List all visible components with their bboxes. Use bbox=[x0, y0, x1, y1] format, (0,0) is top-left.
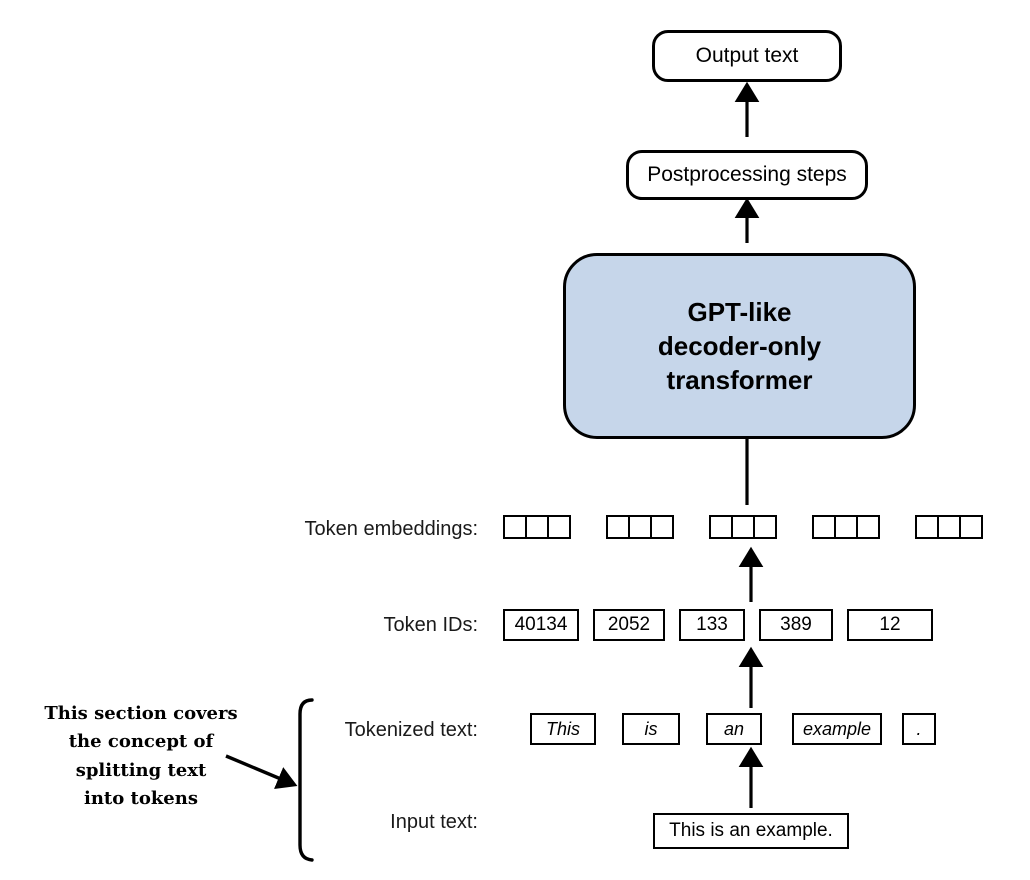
tokenized-text-box[interactable]: This bbox=[530, 713, 596, 745]
embedding-cell bbox=[937, 515, 961, 539]
embedding-cell bbox=[753, 515, 777, 539]
tokenized-text-box[interactable]: is bbox=[622, 713, 680, 745]
embedding-cell bbox=[606, 515, 630, 539]
embedding-group bbox=[606, 515, 674, 539]
token-ids-row: 40134 2052 133 389 12 bbox=[503, 609, 947, 641]
transformer-line-1: GPT-like bbox=[687, 296, 792, 327]
embedding-cell bbox=[503, 515, 527, 539]
input-text-value: This is an example. bbox=[669, 820, 833, 841]
gpt-transformer-node[interactable]: GPT-like decoder-only transformer bbox=[563, 253, 916, 439]
embedding-cell bbox=[834, 515, 858, 539]
annotation-line: the concept of bbox=[68, 731, 214, 753]
embedding-cell bbox=[650, 515, 674, 539]
token-id-value: 133 bbox=[696, 614, 728, 635]
tokenized-text-label: Tokenized text: bbox=[344, 719, 478, 741]
token-id-value: 2052 bbox=[607, 614, 651, 635]
annotation-line: into tokens bbox=[84, 788, 198, 810]
embedding-cell bbox=[959, 515, 983, 539]
embedding-group bbox=[709, 515, 777, 539]
token-text-value: This bbox=[545, 718, 580, 739]
embedding-group bbox=[503, 515, 571, 539]
embedding-cell bbox=[628, 515, 652, 539]
token-id-box[interactable]: 40134 bbox=[503, 609, 579, 641]
token-embeddings-row bbox=[503, 515, 983, 539]
embedding-cell bbox=[709, 515, 733, 539]
section-annotation: This section covers the concept of splitti… bbox=[42, 700, 240, 814]
postprocessing-steps-label: Postprocessing steps bbox=[647, 163, 847, 186]
tokenized-text-box[interactable]: example bbox=[792, 713, 882, 745]
embedding-cell bbox=[547, 515, 571, 539]
token-id-value: 40134 bbox=[514, 614, 568, 635]
tokenized-text-box[interactable]: an bbox=[706, 713, 762, 745]
embedding-cell bbox=[525, 515, 549, 539]
token-id-value: 12 bbox=[879, 614, 901, 635]
postprocessing-steps-node[interactable]: Postprocessing steps bbox=[626, 150, 868, 200]
token-embeddings-label: Token embeddings: bbox=[304, 518, 478, 540]
output-text-node[interactable]: Output text bbox=[652, 30, 842, 82]
embedding-group bbox=[812, 515, 880, 539]
token-id-box[interactable]: 389 bbox=[759, 609, 833, 641]
embedding-group bbox=[915, 515, 983, 539]
input-text-label: Input text: bbox=[390, 811, 478, 833]
token-text-value: . bbox=[916, 718, 922, 739]
token-id-box[interactable]: 133 bbox=[679, 609, 745, 641]
annotation-line: This section covers bbox=[44, 703, 238, 724]
embedding-cell bbox=[856, 515, 880, 539]
token-id-box[interactable]: 12 bbox=[847, 609, 933, 641]
token-id-box[interactable]: 2052 bbox=[593, 609, 665, 641]
embedding-cell bbox=[731, 515, 755, 539]
annotation-line: splitting text bbox=[75, 759, 207, 781]
token-text-value: an bbox=[723, 718, 745, 739]
embedding-cell bbox=[915, 515, 939, 539]
token-ids-label: Token IDs: bbox=[383, 614, 478, 636]
embedding-cell bbox=[812, 515, 836, 539]
token-text-value: is bbox=[644, 718, 658, 739]
token-id-value: 389 bbox=[780, 614, 812, 635]
tokenized-text-box[interactable]: . bbox=[902, 713, 936, 745]
transformer-line-3: transformer bbox=[666, 365, 813, 396]
transformer-line-2: decoder-only bbox=[657, 330, 822, 361]
input-text-box[interactable]: This is an example. bbox=[653, 813, 849, 849]
token-text-value: example bbox=[802, 718, 872, 739]
output-text-label: Output text bbox=[695, 44, 799, 67]
tokenized-text-row: This is an example. bbox=[530, 713, 936, 745]
